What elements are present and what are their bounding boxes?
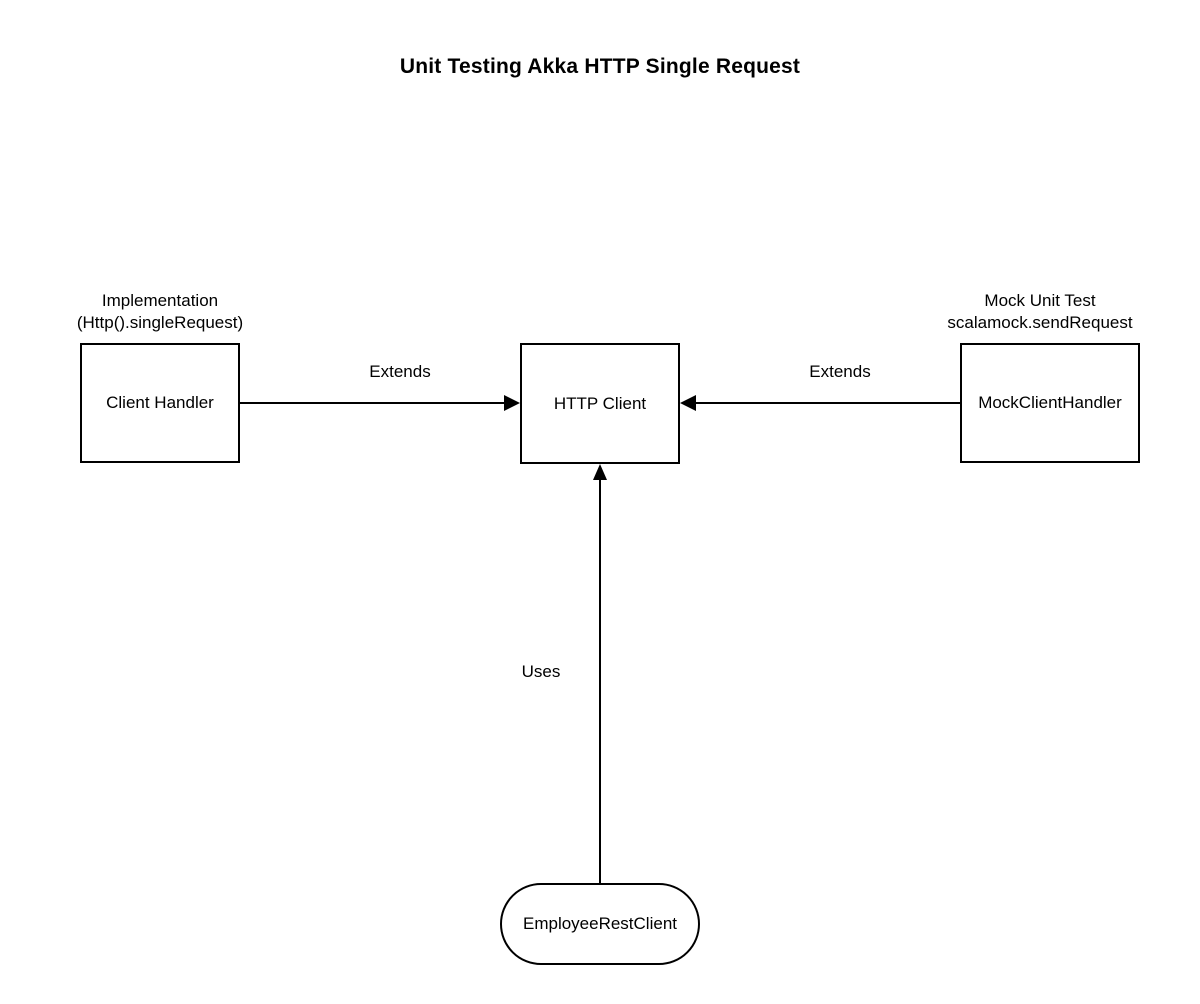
edge-label-uses: Uses	[521, 662, 561, 681]
node-client-handler: Client Handler	[80, 343, 240, 463]
annotation-mock-client-handler: Mock Unit Test scalamock.sendRequest	[900, 290, 1180, 334]
edge-line-left-extends	[240, 402, 506, 404]
node-client-handler-label: Client Handler	[106, 393, 214, 412]
annotation-client-handler-line2: (Http().singleRequest)	[76, 313, 244, 332]
annotation-client-handler-line1: Implementation	[101, 291, 219, 310]
node-employee-rest-client-label: EmployeeRestClient	[522, 914, 677, 933]
edge-label-right-extends: Extends	[809, 362, 871, 381]
edge-line-uses	[599, 478, 601, 883]
annotation-mock-client-handler-line2: scalamock.sendRequest	[947, 313, 1133, 332]
arrowhead-right-icon	[504, 395, 520, 411]
node-http-client: HTTP Client	[520, 343, 680, 464]
annotation-mock-client-handler-line1: Mock Unit Test	[984, 291, 1096, 310]
annotation-client-handler: Implementation (Http().singleRequest)	[20, 290, 300, 334]
diagram-title: Unit Testing Akka HTTP Single Request	[399, 55, 801, 78]
node-mock-client-handler-label: MockClientHandler	[978, 393, 1122, 412]
edge-line-right-extends	[696, 402, 960, 404]
node-employee-rest-client: EmployeeRestClient	[500, 883, 700, 965]
arrowhead-left-icon	[680, 395, 696, 411]
arrowhead-up-icon	[593, 464, 607, 480]
node-http-client-label: HTTP Client	[553, 393, 647, 413]
edge-label-left-extends: Extends	[369, 362, 431, 381]
node-mock-client-handler: MockClientHandler	[960, 343, 1140, 463]
